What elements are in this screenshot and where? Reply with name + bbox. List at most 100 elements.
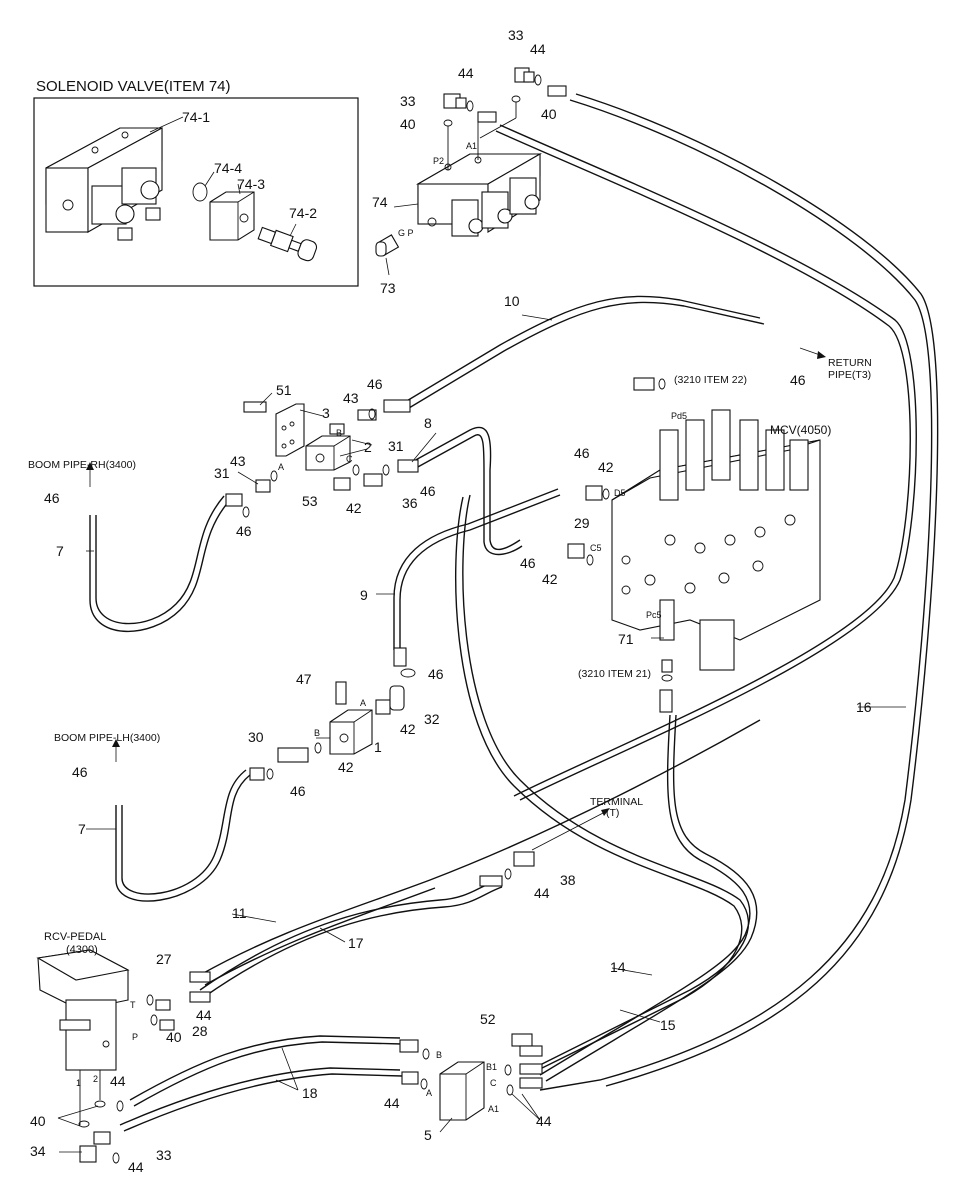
callout-71: 71 [618,631,634,647]
port-label: B [314,728,320,738]
callout-27: 27 [156,951,172,967]
callout-44: 44 [534,885,550,901]
callout-43: 43 [230,453,246,469]
callouts: 33 44 44 33 40 40 74 73 10 46 51 3 43 46… [30,27,872,1175]
note-boom-pipe-rh: BOOM PIPE-RH(3400) [28,459,136,471]
callout-2: 2 [364,439,372,455]
port-label: 1 [76,1078,81,1088]
port-label: C [490,1078,497,1088]
callout-46: 46 [420,483,436,499]
callout-42: 42 [346,500,362,516]
callout-42: 42 [542,571,558,587]
note-terminal-2: (T) [606,807,619,819]
callout-40: 40 [30,1113,46,1129]
callout-36: 36 [402,495,418,511]
callout-17: 17 [348,935,364,951]
main-control-valve [567,377,821,713]
callout-74: 74 [372,194,388,210]
callout-10: 10 [504,293,520,309]
note-rcv-pedal-1: RCV-PEDAL [44,931,106,943]
callout-51: 51 [276,382,292,398]
callout-30: 30 [248,729,264,745]
note-return-2: PIPE(T3) [828,369,871,381]
callout-46: 46 [290,783,306,799]
callout-28: 28 [192,1023,208,1039]
callout-31: 31 [388,438,404,454]
callout-9: 9 [360,587,368,603]
leader-lines [57,314,906,1153]
callout-44: 44 [128,1159,144,1175]
hoses [89,93,939,1132]
callout-46: 46 [72,764,88,780]
notes: BOOM PIPE-RH(3400) BOOM PIPE-LH(3400) RE… [28,357,872,956]
callout-7: 7 [78,821,86,837]
port-label: A [426,1088,432,1098]
valve-block-5 [399,851,543,1121]
callout-44: 44 [530,41,546,57]
note-return-1: RETURN [828,357,872,369]
callout-42: 42 [598,459,614,475]
callout-1: 1 [374,739,382,755]
callout-11: 11 [232,905,247,921]
manifold-block-1 [249,647,416,781]
port-label: P [132,1032,138,1042]
callout-3: 3 [322,405,330,421]
callout-46: 46 [574,445,590,461]
solenoid-valve-74 [375,67,567,276]
port-label: C [346,454,353,464]
port-label: B1 [486,1062,497,1072]
rcv-pedal [36,949,211,1164]
port-label: A1 [466,141,477,151]
callout-40: 40 [541,106,557,122]
callout-44: 44 [384,1095,400,1111]
callout-38: 38 [560,872,576,888]
callout-33: 33 [156,1147,172,1163]
callout-44: 44 [458,65,474,81]
callout-18: 18 [302,1085,318,1101]
callout-46: 46 [236,523,252,539]
callout-42: 42 [338,759,354,775]
callout-15: 15 [660,1017,676,1033]
label-74-4: 74-4 [214,160,242,176]
callout-8: 8 [424,415,432,431]
callout-44: 44 [196,1007,212,1023]
callout-47: 47 [296,671,312,687]
port-label: D5 [614,488,626,498]
callout-52: 52 [480,1011,496,1027]
inset-title: SOLENOID VALVE(ITEM 74) [36,78,231,95]
note-boom-pipe-lh: BOOM PIPE-LH(3400) [54,732,160,744]
callout-34: 34 [30,1143,46,1159]
callout-5: 5 [424,1127,432,1143]
callout-46: 46 [44,490,60,506]
note-mcv: MCV(4050) [770,423,831,437]
port-label: Pc5 [646,610,662,620]
port-label: B [436,1050,442,1060]
note-rcv-pedal-2: (4300) [66,944,98,956]
callout-46: 46 [520,555,536,571]
label-74-3: 74-3 [237,176,265,192]
port-label: P2 [433,156,444,166]
callout-53: 53 [302,493,318,509]
label-74-2: 74-2 [289,205,317,221]
note-item21: (3210 ITEM 21) [578,668,651,680]
callout-44: 44 [110,1073,126,1089]
callout-31: 31 [214,465,230,481]
callout-29: 29 [574,515,590,531]
callout-42: 42 [400,721,416,737]
callout-73: 73 [380,280,396,296]
callout-16: 16 [856,699,872,715]
port-label: A [278,462,284,472]
callout-46: 46 [367,376,383,392]
callout-43: 43 [343,390,359,406]
callout-40: 40 [400,116,416,132]
callout-7: 7 [56,543,64,559]
note-terminal-1: TERMINAL [590,796,643,808]
port-label: C5 [590,543,602,553]
port-label: T [130,1000,136,1010]
port-label: B [336,428,342,438]
callout-46: 46 [428,666,444,682]
port-labels: P2 A1 G P A B C A B Pd5 D5 C5 Pc5 T P 1 … [76,141,687,1114]
callout-40: 40 [166,1029,182,1045]
manifold-block-2 [225,399,419,518]
callout-32: 32 [424,711,440,727]
